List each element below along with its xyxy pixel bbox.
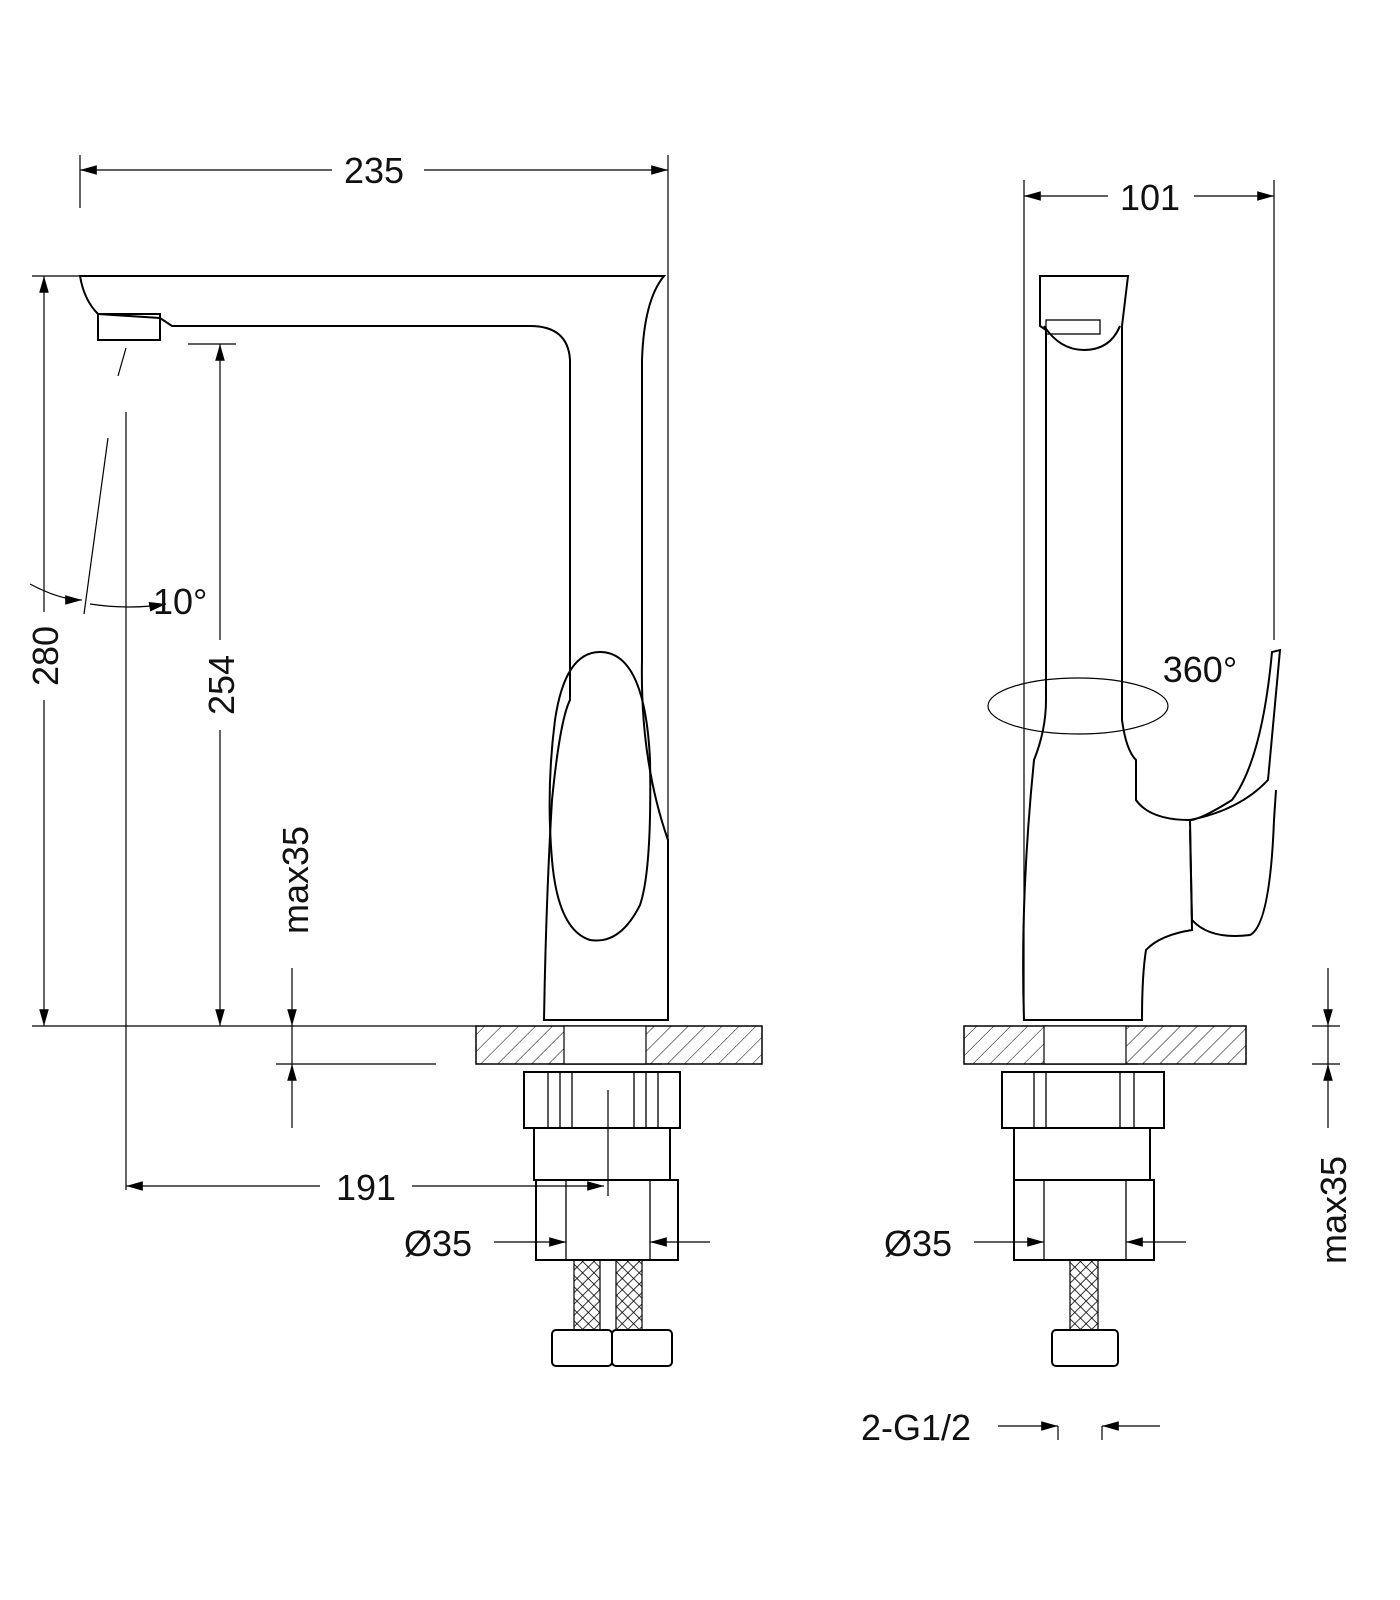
side-mounting-nut	[1001, 1071, 1165, 1129]
supply-hose	[573, 1259, 601, 1331]
connection-thread-label: 2-G1/2	[861, 1407, 971, 1448]
dimension-counter-max35: max35	[275, 826, 316, 934]
aerator	[97, 313, 161, 341]
rotation-label-360: 360°	[1163, 649, 1237, 690]
dimension-height-280: 280	[25, 626, 66, 686]
side-aerator	[1043, 325, 1121, 352]
dimension-spout-height-254: 254	[201, 655, 242, 715]
side-view: 360° 101 max35 Ø35 2-G1/2	[861, 177, 1354, 1448]
side-lever	[1189, 648, 1282, 937]
side-dimension-counter-max35: max35	[1313, 1156, 1354, 1264]
side-mounting-sleeve	[1013, 1179, 1155, 1261]
front-view: 235 280 254 10° max35 191 Ø35	[25, 150, 763, 1367]
supply-hose	[615, 1259, 643, 1331]
side-supply-hose	[1069, 1259, 1099, 1331]
faucet-body-outline	[78, 275, 669, 1021]
dimension-width-235: 235	[344, 150, 404, 191]
lever-handle	[548, 650, 652, 942]
dimension-diameter-35: Ø35	[404, 1223, 472, 1264]
mounting-sleeve	[535, 1179, 679, 1261]
rotation-ellipse	[987, 677, 1169, 735]
side-body-outline	[1022, 275, 1194, 1021]
dimension-width-101: 101	[1120, 177, 1180, 218]
dimension-reach-191: 191	[336, 1167, 396, 1208]
angle-label-10deg: 10°	[153, 581, 207, 622]
side-dimension-diameter-35: Ø35	[884, 1223, 952, 1264]
